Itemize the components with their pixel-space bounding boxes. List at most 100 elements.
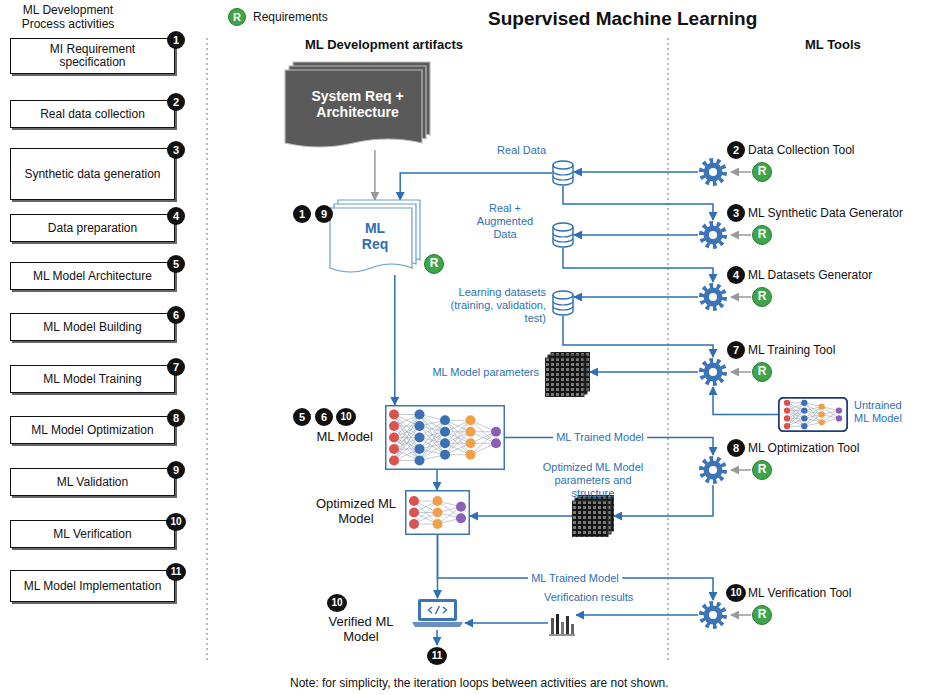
- results-chart-shape: [556, 614, 559, 634]
- model-network-shape: [409, 496, 419, 506]
- connector: [614, 485, 713, 516]
- callout-number: 10: [726, 584, 746, 602]
- model-network-shape: [394, 415, 420, 450]
- callout-number: 10: [166, 513, 186, 531]
- requirement-label: ML Req: [353, 220, 397, 252]
- shape-holder: [572, 495, 614, 537]
- model-network-shape: [386, 406, 505, 470]
- tool-icon-shape: [698, 220, 728, 250]
- results-chart-shape: [571, 624, 574, 634]
- model-network-shape: [819, 411, 825, 417]
- requirement-badge: R: [752, 605, 772, 625]
- model-network-shape: [394, 415, 420, 450]
- database-icon-shape: [553, 171, 573, 180]
- connector: [438, 535, 714, 600]
- laptop-icon-shape: [418, 599, 457, 621]
- tool-icon-shape: [704, 288, 723, 307]
- model-network-shape: [778, 397, 848, 432]
- activity-label: Synthetic data generation: [24, 168, 160, 181]
- model-network-shape: [779, 398, 848, 432]
- model-network-shape: [440, 415, 450, 425]
- connector: [374, 150, 376, 200]
- callout-number: 9: [167, 461, 185, 479]
- database-icon-shape: [553, 301, 573, 310]
- results-chart-shape: [561, 622, 564, 634]
- model-network: ML Model: [385, 405, 505, 470]
- callout-number: 5: [167, 255, 185, 273]
- callout-number: 5: [293, 408, 311, 426]
- callout-number: 8: [727, 439, 745, 457]
- model-network-shape: [784, 423, 790, 429]
- requirement-arrow: [731, 614, 751, 616]
- tool-icon: ML Verification Tool: [698, 600, 728, 630]
- requirement-arrow: [731, 234, 751, 236]
- shape-holder: [698, 600, 728, 630]
- laptop-icon-shape: [412, 622, 463, 627]
- node-heading: ML Optimization Tool: [748, 441, 859, 455]
- tool-icon-shape: [698, 282, 728, 312]
- tool-icon-shape: [704, 606, 723, 625]
- connector-label: ML Trained Model: [528, 572, 622, 585]
- connector: [590, 371, 698, 373]
- model-network-shape: [445, 420, 471, 455]
- text-label: ML Development Process activities: [8, 3, 128, 31]
- activity-label: Data preparation: [48, 222, 137, 235]
- tool-icon-shape: [702, 604, 725, 627]
- callout-number: 4: [167, 207, 185, 225]
- node-heading: Real + Augmented Data: [464, 202, 546, 241]
- node-heading: Verification results: [544, 591, 633, 604]
- laptop-icon-shape: [429, 606, 447, 614]
- model-network-shape: [456, 513, 466, 523]
- legend-symbol-letter: R: [228, 8, 246, 26]
- parameter-grid: ML Model parameters: [545, 352, 590, 397]
- connector: [713, 387, 778, 415]
- connector: [574, 171, 698, 173]
- connector-label: ML Trained Model: [553, 431, 647, 444]
- parameter-grid-shape: [545, 352, 590, 397]
- activity-label: ML Model Training: [43, 373, 141, 386]
- tool-icon-shape: [704, 363, 723, 382]
- callout-number: 11: [166, 563, 186, 581]
- model-network-shape: [456, 502, 466, 512]
- model-network-shape: [491, 438, 501, 448]
- results-chart-shape: [549, 635, 575, 636]
- model-network-shape: [787, 403, 804, 426]
- caption-note: Note: for simplicity, the iteration loop…: [290, 676, 669, 690]
- model-network-shape: [784, 415, 790, 421]
- connector: [563, 316, 713, 357]
- model-network-shape: [385, 405, 505, 470]
- connector: [563, 248, 713, 282]
- text-label: ML Tools: [805, 37, 861, 52]
- model-network-shape: [389, 433, 399, 443]
- requirement-badge: R: [752, 162, 772, 182]
- legend-text: Requirements: [253, 10, 328, 24]
- output-arrow: [436, 630, 438, 645]
- shape-holder: [698, 357, 728, 387]
- parameter-grid-shape: [572, 495, 614, 537]
- tool-icon-shape: [702, 459, 725, 482]
- requirement-badge: R: [752, 287, 772, 307]
- callout-number: 6: [167, 306, 185, 324]
- model-network-shape: [801, 415, 807, 421]
- requirement-arrow: [731, 296, 751, 298]
- model-network-shape: [415, 456, 425, 466]
- connector: [576, 614, 698, 616]
- shape-holder: [698, 455, 728, 485]
- database-icon-shape: [553, 161, 573, 169]
- shape-holder: [545, 352, 590, 397]
- model-network-shape: [406, 491, 470, 535]
- tool-icon-shape: [709, 466, 717, 474]
- tool-icon-shape: [702, 161, 725, 184]
- shape-holder: [548, 610, 576, 636]
- results-chart-shape: [548, 610, 576, 636]
- results-chart-shape: [551, 618, 554, 634]
- document-label: System Req + Architecture: [298, 88, 418, 120]
- activity-label: ML Model Architecture: [33, 270, 152, 283]
- model-network-shape: [409, 519, 419, 529]
- model-network-shape: [415, 421, 425, 431]
- callout-number: 2: [167, 93, 185, 111]
- connector: [400, 173, 552, 200]
- requirement-document: ML Req: [330, 200, 420, 275]
- connector: [465, 622, 548, 624]
